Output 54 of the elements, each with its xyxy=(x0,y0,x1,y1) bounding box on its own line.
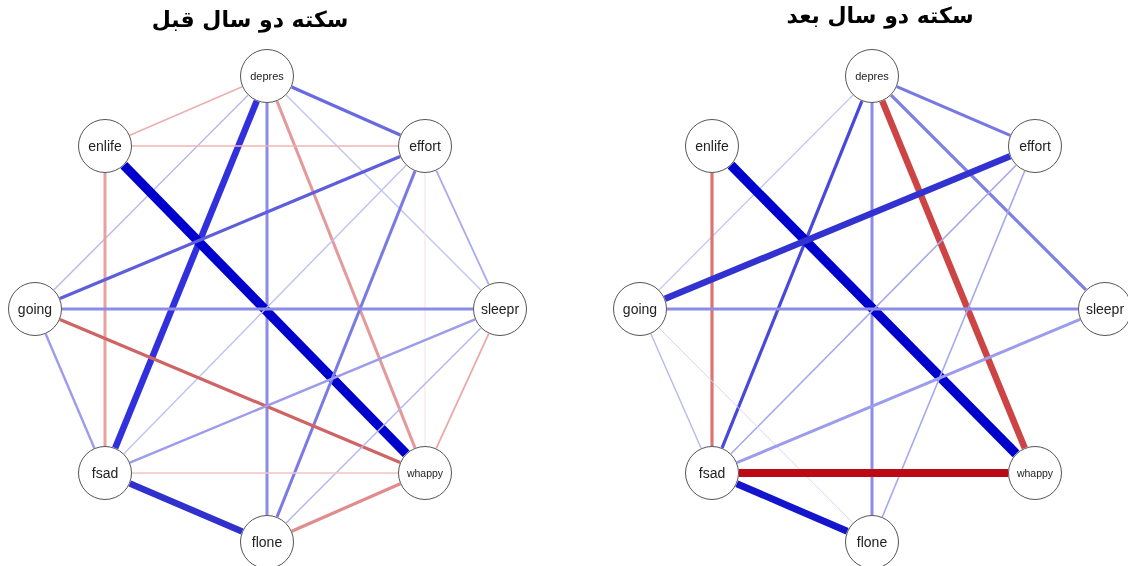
edge-line xyxy=(435,332,490,450)
edge-line xyxy=(103,173,107,446)
node-circle: flone xyxy=(240,515,294,566)
node-circle: sleepr xyxy=(473,282,527,336)
edge-line xyxy=(59,154,401,301)
edge-line xyxy=(62,307,473,311)
node-circle: whappy xyxy=(398,446,452,500)
node-circle: enlife xyxy=(78,119,132,173)
edge-line xyxy=(265,103,269,515)
edge-line xyxy=(658,327,854,524)
node-circle: enlife xyxy=(685,119,739,173)
edge-line xyxy=(650,333,702,449)
node-circle: going xyxy=(613,282,667,336)
edge-line xyxy=(129,318,476,464)
node-circle: sleepr xyxy=(1078,282,1128,336)
edge-line xyxy=(736,318,1081,464)
edge-line xyxy=(663,153,1012,302)
edge-line xyxy=(44,333,96,449)
edge-line xyxy=(435,169,490,286)
edge-line xyxy=(131,145,399,147)
edge-line xyxy=(739,469,1008,477)
edge-line xyxy=(889,93,1088,292)
edge-line xyxy=(881,170,1026,518)
edge-line xyxy=(285,327,482,524)
node-circle: flone xyxy=(845,515,899,566)
edge-line xyxy=(896,85,1011,137)
node-circle: depres xyxy=(845,49,899,103)
edge-line xyxy=(291,482,401,533)
node-circle: going xyxy=(8,282,62,336)
edge-line xyxy=(879,99,1028,450)
edge-line xyxy=(59,318,401,464)
edge-line xyxy=(129,85,243,137)
edge-line xyxy=(735,480,849,535)
edge-line xyxy=(275,100,417,449)
edge-line xyxy=(128,480,244,535)
node-circle: whappy xyxy=(1008,446,1062,500)
edge-line xyxy=(53,94,249,291)
node-circle: depres xyxy=(240,49,294,103)
node-circle: fsad xyxy=(685,446,739,500)
edge-line xyxy=(667,307,1078,311)
node-circle: effort xyxy=(398,119,452,173)
edge-line xyxy=(720,100,864,449)
edge-line xyxy=(870,103,874,515)
edge-line xyxy=(112,99,260,450)
edge-line xyxy=(710,173,714,446)
edge-line xyxy=(658,94,854,291)
edge-line xyxy=(131,472,399,474)
edge-line xyxy=(291,85,401,137)
node-circle: effort xyxy=(1008,119,1062,173)
graph-title: سکته دو سال قبل xyxy=(151,8,349,33)
edge-line xyxy=(275,170,417,518)
edge-line xyxy=(285,94,482,291)
node-circle: fsad xyxy=(78,446,132,500)
graph-title: سکته دو سال بعد xyxy=(786,4,974,29)
